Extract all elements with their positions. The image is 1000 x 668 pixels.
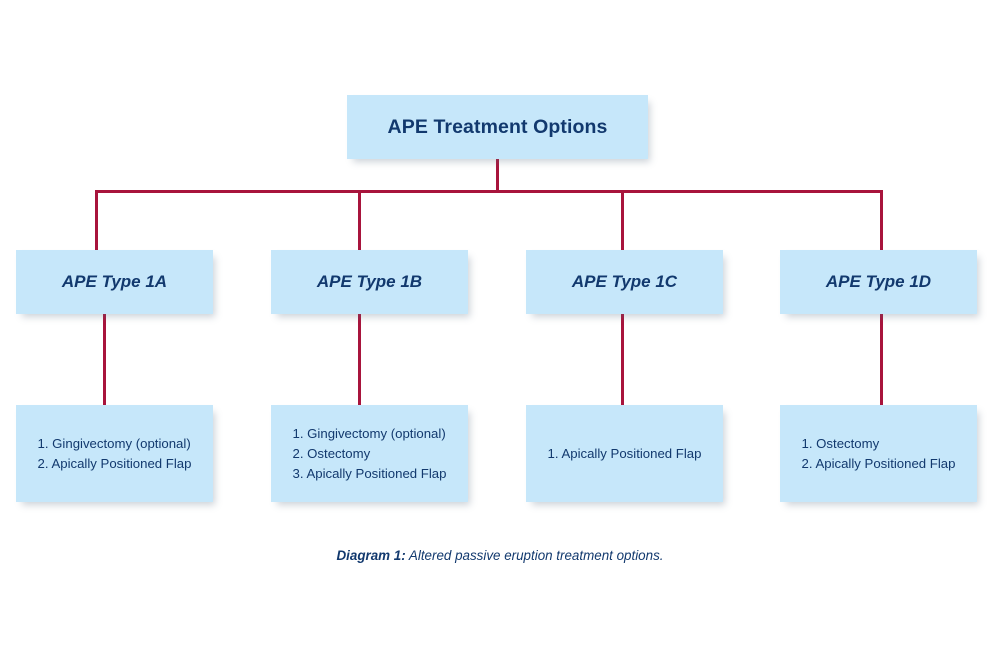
step-item: 1. Gingivectomy (optional) bbox=[37, 435, 191, 451]
step-item: 2. Apically Positioned Flap bbox=[37, 455, 192, 471]
connector-root-stem bbox=[496, 158, 499, 192]
steps-list-1c: 1. Apically Positioned Flap bbox=[542, 444, 708, 464]
connector-horizontal-bus bbox=[95, 190, 883, 193]
node-root: APE Treatment Options bbox=[347, 95, 648, 159]
connector-link-1d bbox=[880, 313, 883, 406]
node-type-1d: APE Type 1D bbox=[780, 250, 977, 314]
caption-label: Diagram 1: bbox=[336, 548, 406, 563]
node-type-1d-label: APE Type 1D bbox=[825, 272, 932, 291]
steps-list-1b: 1. Gingivectomy (optional) 2. Ostectomy … bbox=[287, 424, 453, 484]
connector-link-1b bbox=[358, 313, 361, 406]
node-type-1c: APE Type 1C bbox=[526, 250, 723, 314]
node-type-1a-label: APE Type 1A bbox=[61, 272, 168, 291]
node-type-1c-label: APE Type 1C bbox=[571, 272, 678, 291]
step-item: 1. Apically Positioned Flap bbox=[547, 445, 702, 461]
step-item: 3. Apically Positioned Flap bbox=[292, 465, 447, 481]
connector-link-1c bbox=[621, 313, 624, 406]
step-item: 1. Gingivectomy (optional) bbox=[292, 425, 446, 441]
steps-list-1d: 1. Ostectomy 2. Apically Positioned Flap bbox=[796, 434, 962, 474]
node-steps-1a: 1. Gingivectomy (optional) 2. Apically P… bbox=[16, 405, 213, 502]
caption-text: Altered passive eruption treatment optio… bbox=[405, 548, 664, 563]
connector-drop-1a bbox=[95, 190, 98, 251]
diagram-caption: Diagram 1: Altered passive eruption trea… bbox=[0, 548, 1000, 563]
node-type-1b-label: APE Type 1B bbox=[316, 272, 423, 291]
node-type-1b: APE Type 1B bbox=[271, 250, 468, 314]
step-item: 1. Ostectomy bbox=[801, 435, 880, 451]
step-item: 2. Apically Positioned Flap bbox=[801, 455, 956, 471]
node-steps-1b: 1. Gingivectomy (optional) 2. Ostectomy … bbox=[271, 405, 468, 502]
node-root-label: APE Treatment Options bbox=[387, 115, 608, 138]
step-item: 2. Ostectomy bbox=[292, 445, 371, 461]
connector-drop-1b bbox=[358, 190, 361, 251]
steps-list-1a: 1. Gingivectomy (optional) 2. Apically P… bbox=[32, 434, 198, 474]
connector-link-1a bbox=[103, 313, 106, 406]
node-type-1a: APE Type 1A bbox=[16, 250, 213, 314]
connector-drop-1c bbox=[621, 190, 624, 251]
node-steps-1c: 1. Apically Positioned Flap bbox=[526, 405, 723, 502]
node-steps-1d: 1. Ostectomy 2. Apically Positioned Flap bbox=[780, 405, 977, 502]
connector-drop-1d bbox=[880, 190, 883, 251]
